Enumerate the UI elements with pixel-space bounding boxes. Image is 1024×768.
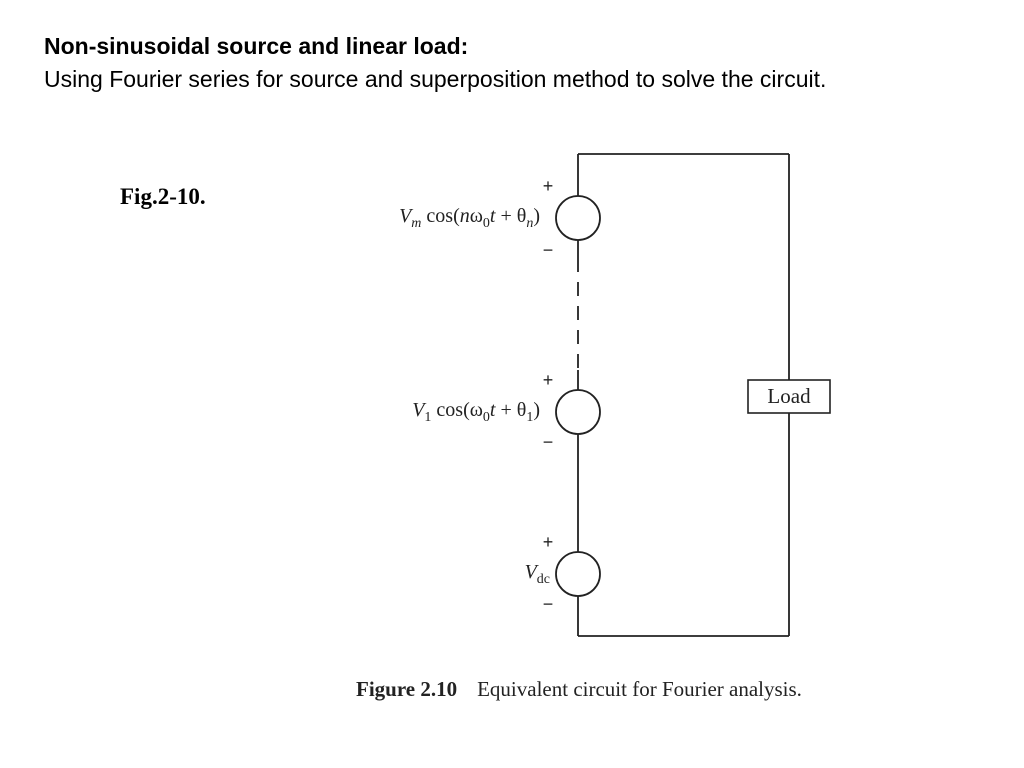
source-1-label: V1 cos(ω0t + θ1) bbox=[412, 399, 540, 425]
minus-sign-source-dc: − bbox=[543, 594, 554, 614]
source-1-time: t bbox=[490, 399, 496, 421]
source-m-amplitude: V bbox=[399, 205, 414, 227]
source-m-close: ) bbox=[533, 205, 540, 227]
source-1-phase: + θ bbox=[495, 399, 526, 421]
figure-caption: Figure 2.10 Equivalent circuit for Fourie… bbox=[356, 674, 836, 704]
source-1-function: cos(ω bbox=[431, 399, 482, 421]
source-dc-amplitude-sub: dc bbox=[537, 572, 550, 587]
voltage-source-m bbox=[555, 195, 601, 241]
source-1-close: ) bbox=[533, 399, 540, 421]
figure-caption-text: Equivalent circuit for Fourier analysis. bbox=[477, 677, 802, 701]
source-1-omega-sub: 0 bbox=[483, 410, 490, 425]
slide-subheading: Using Fourier series for source and supe… bbox=[44, 66, 827, 92]
plus-sign-source-m: + bbox=[543, 176, 554, 196]
plus-sign-source-dc: + bbox=[543, 532, 554, 552]
figure-reference: Fig.2-10. bbox=[120, 184, 206, 209]
source-dc-label: Vdc bbox=[525, 561, 550, 587]
slide-heading: Non-sinusoidal source and linear load: bbox=[44, 33, 469, 59]
figure-caption-number: Figure 2.10 bbox=[356, 677, 458, 701]
source-1-amplitude-sub: 1 bbox=[424, 410, 431, 425]
voltage-source-dc bbox=[555, 551, 601, 597]
source-m-phase: + θ bbox=[495, 205, 526, 227]
source-m-omega: ω bbox=[470, 205, 483, 227]
minus-sign-source-m: − bbox=[543, 240, 554, 260]
source-1-phase-sub: 1 bbox=[526, 410, 533, 425]
plus-sign-source-1: + bbox=[543, 370, 554, 390]
source-m-omega-sub: 0 bbox=[483, 216, 490, 231]
source-m-time: t bbox=[490, 205, 496, 227]
voltage-source-1 bbox=[555, 389, 601, 435]
load-label: Load bbox=[767, 384, 811, 408]
source-1-amplitude: V bbox=[412, 399, 427, 421]
load-box bbox=[747, 379, 831, 414]
source-m-label: Vm cos(nω0t + θn) bbox=[399, 205, 540, 231]
source-m-phase-sub: n bbox=[526, 216, 533, 231]
source-dc-amplitude: V bbox=[525, 561, 540, 583]
circuit-wires bbox=[577, 153, 790, 637]
source-m-function: cos( bbox=[421, 205, 460, 227]
source-m-amplitude-sub: m bbox=[411, 216, 421, 231]
minus-sign-source-1: − bbox=[543, 432, 554, 452]
source-m-harmonic: n bbox=[460, 205, 470, 227]
